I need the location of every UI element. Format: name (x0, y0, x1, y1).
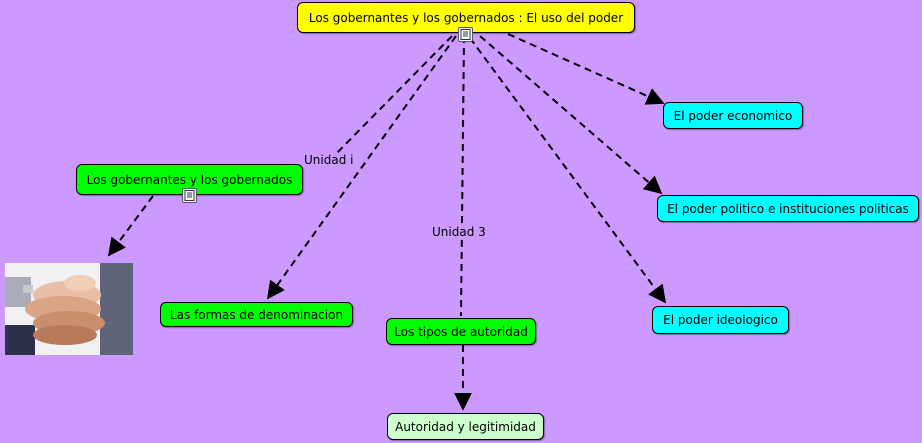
node-tipos[interactable]: Los tipos de autoridad (386, 318, 536, 345)
node-economico[interactable]: El poder economico (663, 102, 803, 129)
link-root-tipos (460, 35, 465, 317)
link-root-politico (479, 35, 663, 195)
root-node-label: Los gobernantes y los gobernados : El us… (308, 10, 624, 25)
node-economico-label: El poder economico (673, 108, 793, 123)
node-gobernantes-label: Los gobernantes y los gobernados (86, 172, 293, 187)
link-root-ideologico (469, 37, 667, 304)
node-formas-label: Las formas de denominacion (169, 307, 344, 322)
node-ideologico[interactable]: El poder ideologico (652, 306, 789, 334)
link-label-unidad-1: Unidad i (304, 153, 354, 167)
hands-image (5, 263, 133, 355)
node-formas[interactable]: Las formas de denominacion (160, 302, 353, 327)
link-gobernantes-image (107, 195, 154, 257)
node-tipos-label: Los tipos de autoridad (394, 324, 528, 339)
document-icon[interactable] (458, 27, 473, 42)
link-root-formas (266, 35, 457, 300)
link-label-unidad-3: Unidad 3 (432, 225, 486, 239)
link-root-economico (507, 33, 665, 105)
link-root-gobernantes (329, 35, 453, 161)
node-politico[interactable]: El poder politico e instituciones politi… (657, 195, 919, 222)
node-politico-label: El poder politico e instituciones politi… (667, 201, 909, 216)
document-icon[interactable] (182, 188, 197, 203)
node-autoridad-label: Autoridad y legitimidad (395, 419, 536, 434)
root-node[interactable]: Los gobernantes y los gobernados : El us… (297, 2, 635, 33)
node-ideologico-label: El poder ideologico (663, 313, 778, 327)
node-autoridad[interactable]: Autoridad y legitimidad (387, 413, 544, 440)
